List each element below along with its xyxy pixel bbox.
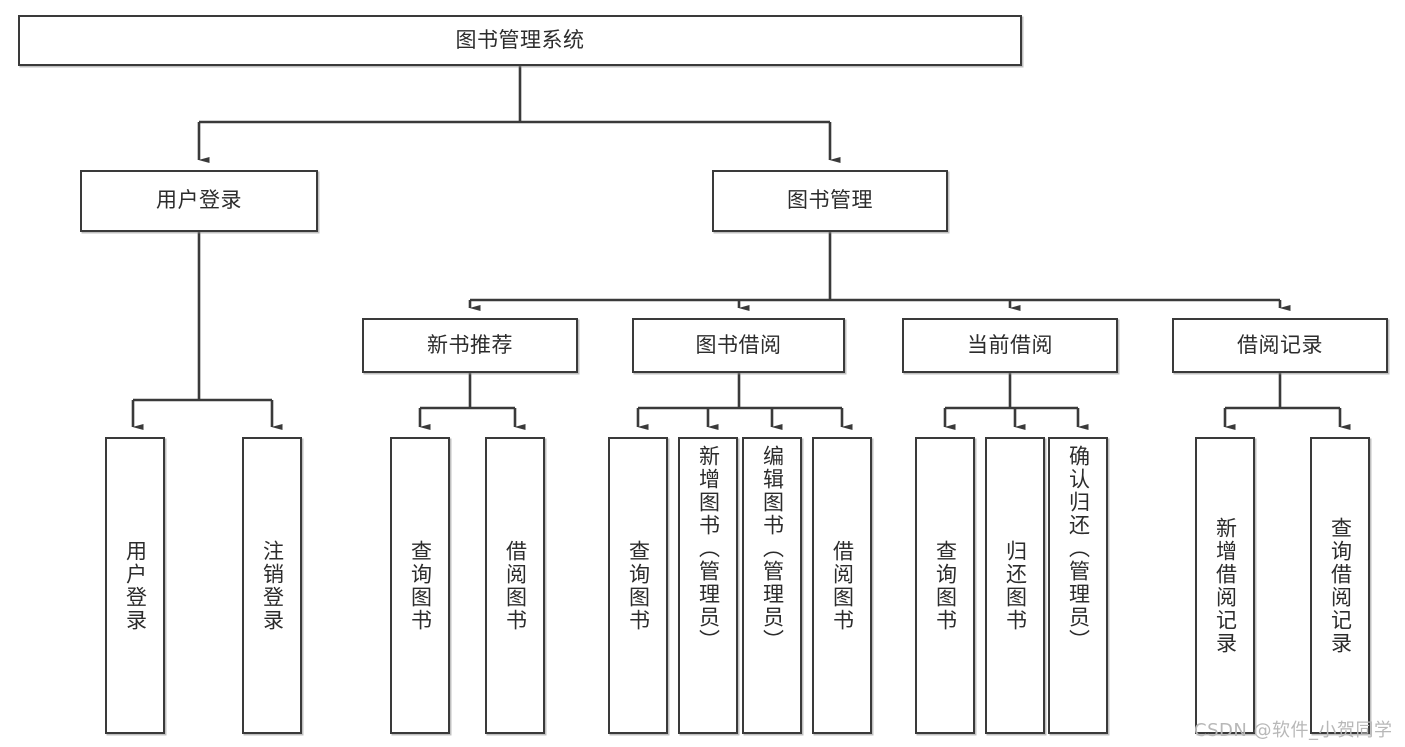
node-label: 借阅图书 xyxy=(830,539,855,632)
node-leaf-add-book-admin[interactable]: 新增图书（管理员） xyxy=(678,437,738,734)
node-leaf-query-book-3[interactable]: 查询图书 xyxy=(915,437,975,734)
node-label: 用户登录 xyxy=(156,188,242,213)
node-root-system[interactable]: 图书管理系统 xyxy=(18,15,1022,66)
node-label: 查询图书 xyxy=(626,539,651,632)
node-label: 借阅记录 xyxy=(1237,332,1323,357)
node-leaf-query-borrow-record[interactable]: 查询借阅记录 xyxy=(1310,437,1370,734)
node-label: 新书推荐 xyxy=(427,332,513,357)
node-label: 借阅图书 xyxy=(503,539,528,632)
node-leaf-edit-book-admin[interactable]: 编辑图书（管理员） xyxy=(742,437,802,734)
node-label: 新增图书（管理员） xyxy=(696,445,721,652)
node-label: 图书管理系统 xyxy=(455,27,585,52)
node-leaf-query-book-1[interactable]: 查询图书 xyxy=(390,437,450,734)
node-leaf-borrow-book-2[interactable]: 借阅图书 xyxy=(812,437,872,734)
watermark-text: CSDN @软件_小贺同学 xyxy=(1194,720,1393,741)
node-book-manage[interactable]: 图书管理 xyxy=(712,170,948,232)
node-label: 编辑图书（管理员） xyxy=(760,445,785,652)
node-label: 当前借阅 xyxy=(967,332,1053,357)
node-label: 查询图书 xyxy=(933,539,958,632)
node-leaf-user-logout[interactable]: 注销登录 xyxy=(242,437,302,734)
node-label: 图书借阅 xyxy=(695,332,782,357)
node-leaf-return-book[interactable]: 归还图书 xyxy=(985,437,1045,734)
node-borrow-record[interactable]: 借阅记录 xyxy=(1172,318,1388,373)
node-leaf-borrow-book-1[interactable]: 借阅图书 xyxy=(485,437,545,734)
node-current-borrow[interactable]: 当前借阅 xyxy=(902,318,1118,373)
node-label: 图书管理 xyxy=(787,188,873,213)
node-new-book-recommend[interactable]: 新书推荐 xyxy=(362,318,578,373)
node-label: 注销登录 xyxy=(260,539,285,632)
node-leaf-confirm-return-admin[interactable]: 确认归还（管理员） xyxy=(1048,437,1108,734)
node-label: 查询借阅记录 xyxy=(1328,516,1353,655)
node-label: 用户登录 xyxy=(123,539,148,632)
node-label: 查询图书 xyxy=(408,539,433,632)
node-user-login[interactable]: 用户登录 xyxy=(80,170,318,232)
node-leaf-user-login[interactable]: 用户登录 xyxy=(105,437,165,734)
node-label: 确认归还（管理员） xyxy=(1066,445,1091,652)
node-leaf-query-book-2[interactable]: 查询图书 xyxy=(608,437,668,734)
node-label: 新增借阅记录 xyxy=(1213,516,1238,655)
node-label: 归还图书 xyxy=(1003,539,1028,632)
node-leaf-add-borrow-record[interactable]: 新增借阅记录 xyxy=(1195,437,1255,734)
node-book-borrow[interactable]: 图书借阅 xyxy=(632,318,845,373)
